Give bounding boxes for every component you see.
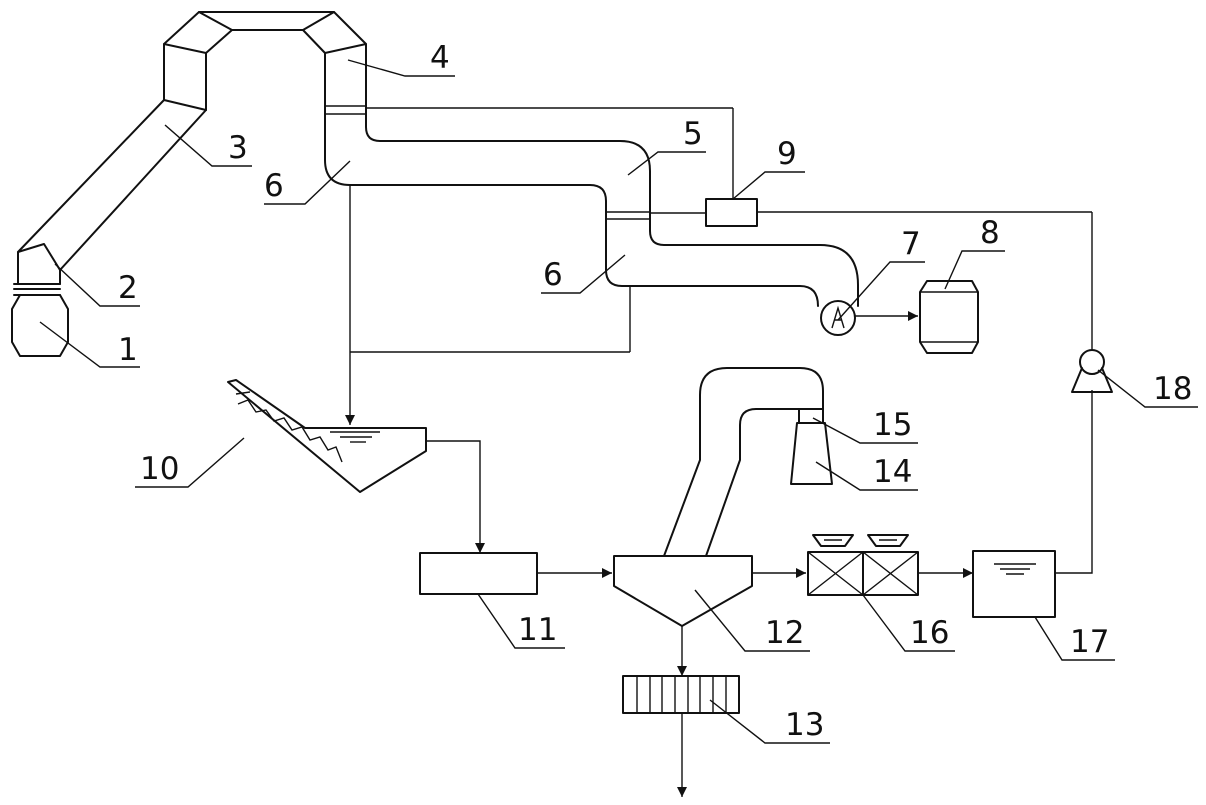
sampling-connection-lower [606,211,706,220]
label-9: 9 [777,136,797,172]
label-2: 2 [118,270,138,306]
label-6b: 6 [543,257,563,293]
component-9-control-box [705,198,758,227]
label-11: 11 [518,612,557,648]
label-13: 13 [785,707,824,743]
component-5-main-duct [324,109,859,307]
label-12: 12 [765,615,804,651]
label-18: 18 [1153,371,1192,407]
label-7: 7 [901,226,921,262]
component-10-inclined-screen [227,379,427,493]
leader-lines [39,59,1198,744]
label-8: 8 [980,215,1000,251]
component-11-box [419,552,538,595]
number-labels: 1 2 3 4 5 6 6 7 8 9 10 11 12 13 14 15 16… [118,40,1192,743]
label-4: 4 [430,40,450,76]
label-3: 3 [228,130,248,166]
component-1-tank [11,283,69,357]
label-1: 1 [118,332,138,368]
label-5: 5 [683,116,703,152]
component-8-vessel [919,280,979,354]
drain-lines [345,185,631,425]
component-16-filter-units [807,534,919,596]
component-14-cone [790,422,833,485]
label-10: 10 [140,451,179,487]
label-16: 16 [910,615,949,651]
line-17-to-18 [1055,390,1093,574]
sampling-connection-upper [325,105,734,199]
component-4-arch-duct [163,11,367,121]
component-13-filter [622,675,740,714]
arrow-10-to-11 [426,440,485,553]
label-15: 15 [873,407,912,443]
exhaust-duct-12-to-15 [663,367,824,557]
component-18-pump [1071,349,1113,393]
label-17: 17 [1070,624,1109,660]
component-2-hood [17,243,61,285]
label-14: 14 [873,454,912,490]
component-12-hopper [613,555,753,627]
label-6a: 6 [264,168,284,204]
component-17-tank [972,550,1056,618]
component-3-inclined-duct [17,99,207,271]
